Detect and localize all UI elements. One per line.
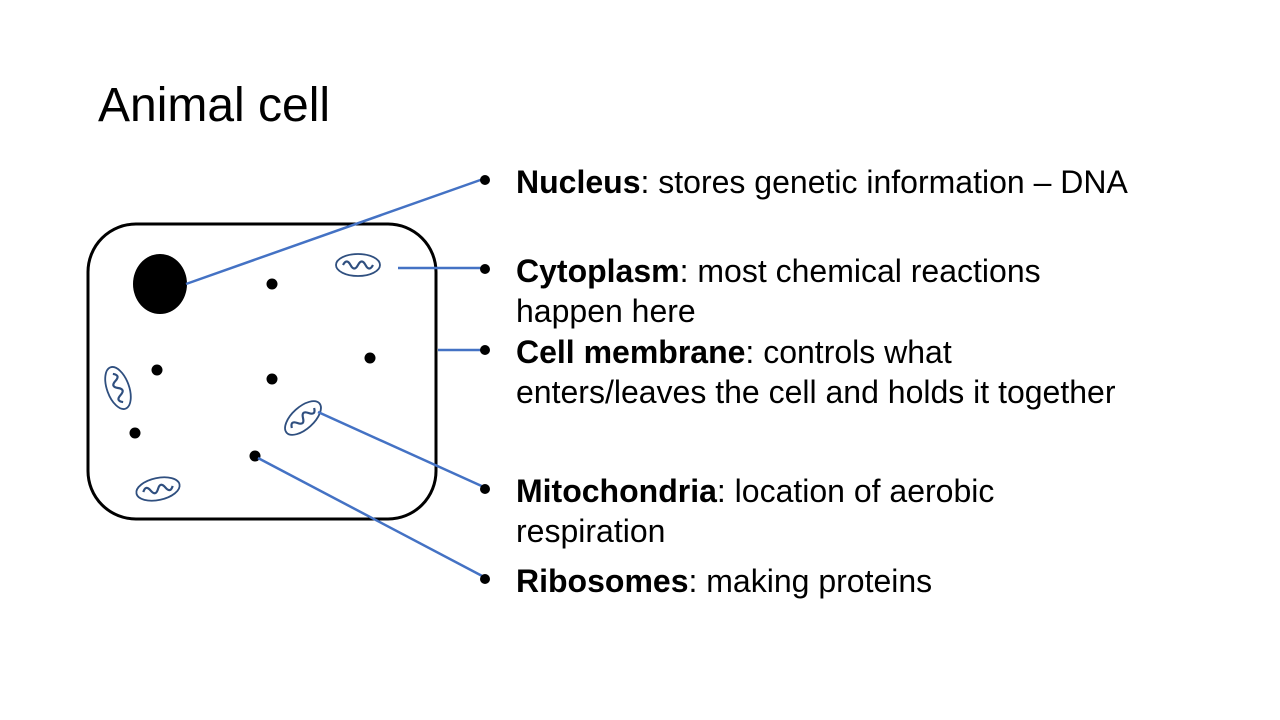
ribosome-dot	[364, 352, 376, 364]
bullet-term: Ribosomes	[516, 563, 689, 599]
bullet-ribosomes: Ribosomes: making proteins	[480, 561, 1140, 601]
bullet-cytoplasm: Cytoplasm: most chemical reactions happe…	[480, 251, 1140, 331]
nucleus-leader-line	[185, 176, 487, 286]
bullet-term: Cytoplasm	[516, 253, 680, 289]
bullet-text: Cell membrane: controls what enters/leav…	[516, 332, 1136, 412]
mitochondria-leader-line	[317, 410, 487, 490]
slide-title: Animal cell	[98, 79, 331, 132]
bullet-text: Ribosomes: making proteins	[516, 561, 1136, 601]
ribosomes	[129, 278, 376, 462]
bullet-description: : most chemical reactions happen here	[516, 253, 1041, 329]
bullet-description: : stores genetic information – DNA	[640, 164, 1128, 200]
bullet-text: Cytoplasm: most chemical reactions happe…	[516, 251, 1136, 331]
mitochondrion-bottom-left	[135, 476, 181, 502]
mitochondrion-top-right	[335, 253, 381, 277]
bullet-description: : location of aerobic respiration	[516, 473, 995, 549]
bullet-mitochondria: Mitochondria: location of aerobic respir…	[480, 471, 1140, 551]
bullet-nucleus: Nucleus: stores genetic information – DN…	[480, 162, 1140, 202]
ribosome-dot	[266, 373, 278, 385]
bullet-point-icon	[480, 484, 490, 494]
bullet-text: Mitochondria: location of aerobic respir…	[516, 471, 1136, 551]
bullet-description: : controls what enters/leaves the cell a…	[516, 334, 1116, 410]
ribosome-dot	[151, 364, 163, 376]
bullet-point-icon	[480, 574, 490, 584]
mitochondrion-center	[284, 400, 322, 436]
mitochondrion-left	[104, 366, 132, 410]
nucleus-shape	[133, 254, 187, 314]
bullet-description: : making proteins	[688, 563, 933, 599]
bullet-point-icon	[480, 175, 490, 185]
ribosome-dot	[266, 278, 278, 290]
bullet-term: Mitochondria	[516, 473, 717, 509]
leader-lines	[185, 176, 487, 580]
bullet-point-icon	[480, 264, 490, 274]
bullet-text: Nucleus: stores genetic information – DN…	[516, 162, 1136, 202]
ribosomes-leader-line	[257, 456, 487, 580]
bullet-cell-membrane: Cell membrane: controls what enters/leav…	[480, 332, 1140, 412]
ribosome-dot	[129, 427, 141, 439]
bullet-term: Cell membrane	[516, 334, 746, 370]
bullet-point-icon	[480, 345, 490, 355]
bullet-term: Nucleus	[516, 164, 641, 200]
